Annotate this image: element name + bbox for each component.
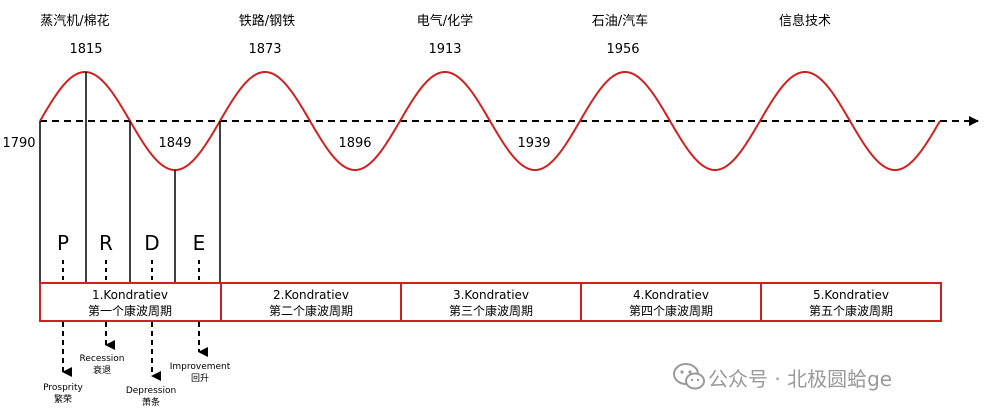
- peak-year-1913: 1913: [428, 42, 461, 57]
- cycle-box-1: 1.Kondratiev 第一个康波周期: [39, 282, 222, 322]
- trough-year-1849: 1849: [158, 136, 191, 151]
- watermark-text: 公众号 · 北极圆蛤ge: [708, 367, 892, 391]
- cycle-title-4: 4.Kondratiev: [633, 288, 709, 302]
- cycle-subtitle-5: 第五个康波周期: [809, 303, 893, 318]
- cycle-title-3: 3.Kondratiev: [453, 288, 529, 302]
- phase-letter-p: P: [57, 231, 69, 255]
- cycle-wave: [39, 70, 941, 172]
- phase-letter-e: E: [193, 231, 206, 255]
- phase-letter-d: D: [144, 231, 159, 255]
- cycle-box-2: 2.Kondratiev 第二个康波周期: [220, 282, 402, 322]
- phase-label-recession-zh: 衰退: [93, 364, 111, 376]
- wechat-icon: [673, 363, 705, 390]
- start-year: 1790: [2, 136, 35, 151]
- cycle-box-3: 3.Kondratiev 第三个康波周期: [400, 282, 582, 322]
- phase-label-prosperity-zh: 繁荣: [54, 393, 72, 405]
- trough-year-1939: 1939: [517, 136, 550, 151]
- peak-year-1956: 1956: [606, 42, 639, 57]
- peak-year-1873: 1873: [248, 42, 281, 57]
- cycle-subtitle-2: 第二个康波周期: [269, 303, 353, 318]
- phase-letter-r: R: [99, 231, 113, 255]
- cycle-title-1: 1.Kondratiev: [92, 288, 168, 302]
- phase-label-improvement-zh: 回升: [191, 373, 209, 384]
- era-label-4: 石油/汽车: [592, 13, 648, 29]
- cycle-title-2: 2.Kondratiev: [273, 288, 349, 302]
- era-label-3: 电气/化学: [417, 13, 473, 29]
- cycle-title-5: 5.Kondratiev: [813, 288, 889, 302]
- era-label-2: 铁路/钢铁: [239, 13, 295, 29]
- era-label-1: 蒸汽机/棉花: [40, 13, 109, 29]
- peak-year-1815: 1815: [69, 42, 102, 57]
- phase-label-depression-en: Depression: [126, 386, 176, 396]
- phase-label-recession-en: Recession: [80, 354, 125, 364]
- phase-label-improvement-en: Improvement: [170, 362, 231, 372]
- phase-label-depression-zh: 萧条: [142, 396, 160, 408]
- cycle-subtitle-1: 第一个康波周期: [88, 303, 172, 318]
- watermark: 公众号 · 北极圆蛤ge: [673, 363, 892, 391]
- era-label-5: 信息技术: [779, 13, 831, 29]
- cycle-box-4: 4.Kondratiev 第四个康波周期: [580, 282, 762, 322]
- cycle-subtitle-3: 第三个康波周期: [449, 303, 533, 318]
- trough-year-1896: 1896: [338, 136, 371, 151]
- cycle-box-5: 5.Kondratiev 第五个康波周期: [760, 282, 942, 322]
- phase-label-prosperity-en: Prosprity: [43, 383, 83, 393]
- cycle-subtitle-4: 第四个康波周期: [629, 303, 713, 318]
